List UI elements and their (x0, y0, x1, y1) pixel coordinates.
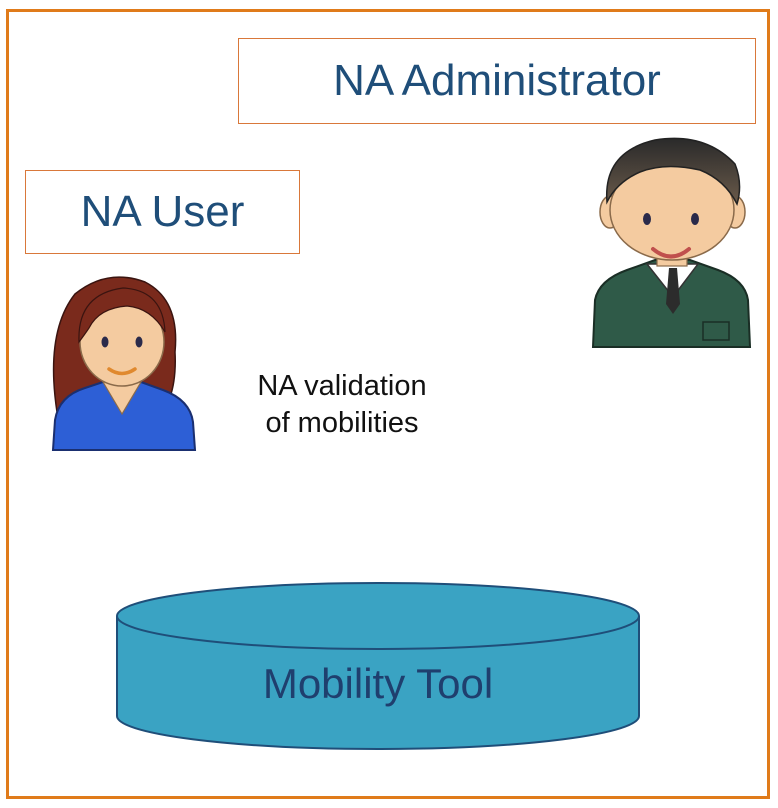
na-user-label-box: NA User (25, 170, 300, 254)
mobility-tool-label: Mobility Tool (262, 660, 494, 707)
na-user-label: NA User (80, 187, 245, 236)
validation-caption: NA validation of mobilities (200, 368, 484, 442)
male-admin-avatar-icon (591, 137, 752, 348)
diagram-frame (6, 9, 770, 799)
caption-line-1: NA validation (257, 370, 427, 402)
na-administrator-label-box: NA Administrator (238, 38, 756, 124)
na-administrator-label: NA Administrator (333, 56, 661, 105)
database-cylinder-icon (116, 582, 640, 750)
female-user-avatar-icon (51, 276, 197, 451)
caption-line-2: of mobilities (265, 407, 419, 439)
